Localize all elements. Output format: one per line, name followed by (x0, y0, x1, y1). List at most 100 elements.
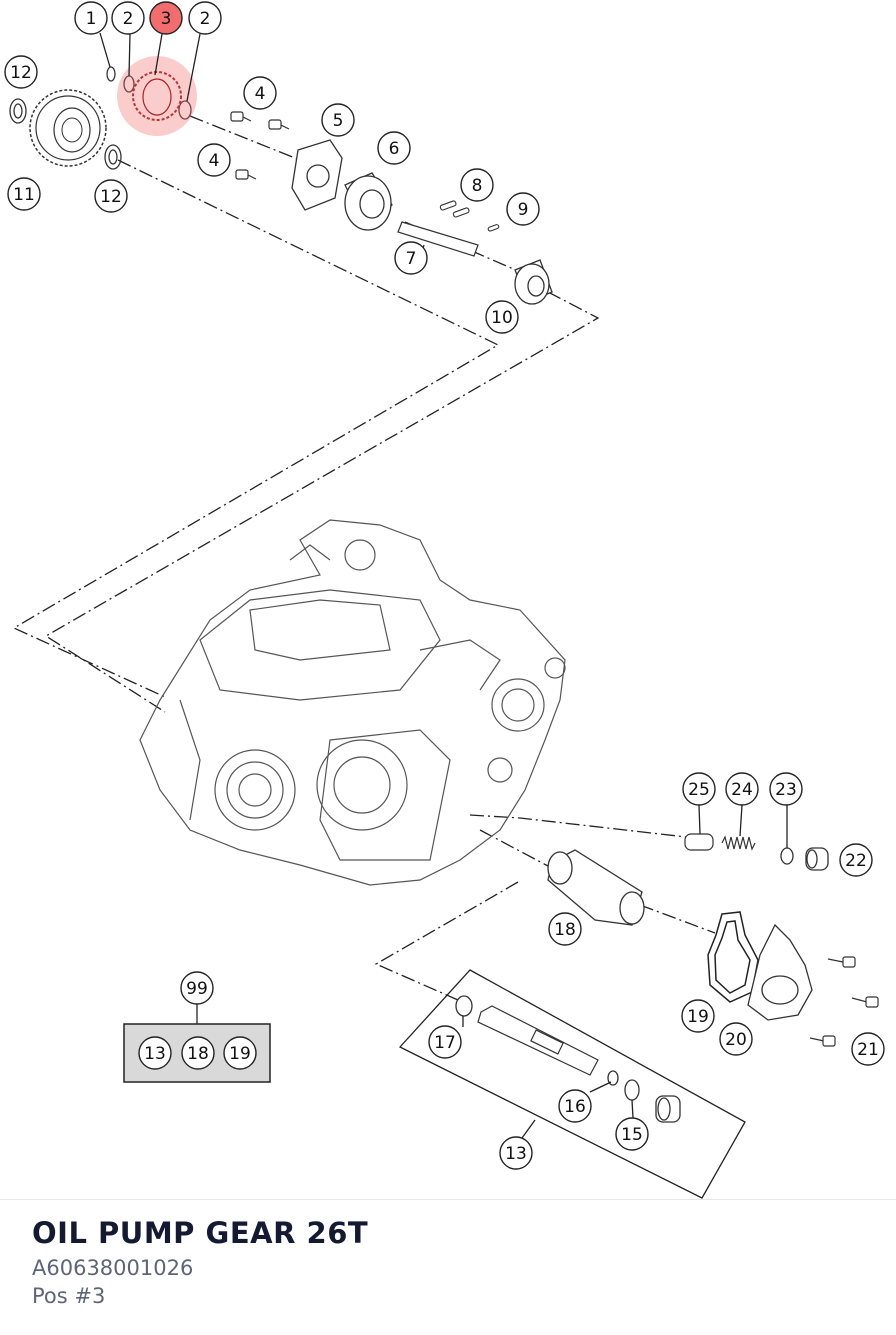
washer-23-icon (780, 847, 794, 865)
circlip-1-icon (106, 66, 116, 82)
callout-c19a[interactable]: 19 (223, 1036, 257, 1070)
callout-c13b[interactable]: 13 (499, 1136, 533, 1170)
callout-circle (719, 1022, 753, 1056)
callout-label: 19 (687, 1007, 709, 1027)
callout-c11[interactable]: 11 (7, 177, 41, 211)
callout-c2b[interactable]: 2 (188, 1, 222, 35)
callout-c22[interactable]: 22 (839, 843, 873, 877)
callout-label: 7 (406, 249, 417, 269)
callout-circle (506, 192, 540, 226)
callout-c99[interactable]: 99 (180, 971, 214, 1005)
callout-circle (243, 76, 277, 110)
spring-24-icon (721, 835, 756, 851)
callout-circle (851, 1032, 885, 1066)
exploded-parts-diagram: 1232121112445689710252423221899131819171… (4, 1, 885, 1199)
callout-label: 18 (554, 920, 576, 940)
callout-c2a[interactable]: 2 (111, 1, 145, 35)
callout-c9[interactable]: 9 (506, 192, 540, 226)
callout-c12b[interactable]: 12 (94, 179, 128, 213)
callout-label: 12 (10, 63, 32, 83)
callout-label: 25 (688, 780, 710, 800)
callout-circle (394, 241, 428, 275)
callout-c18b[interactable]: 18 (181, 1036, 215, 1070)
callout-circle (558, 1089, 592, 1123)
callout-c12a[interactable]: 12 (4, 55, 38, 89)
callout-c15[interactable]: 15 (615, 1117, 649, 1151)
callout-label: 13 (144, 1044, 166, 1064)
callout-label: 11 (13, 185, 35, 205)
callout-label: 8 (472, 176, 483, 196)
callout-circle (149, 1, 183, 35)
rotor-10-icon (514, 259, 553, 305)
callout-c18a[interactable]: 18 (548, 912, 582, 946)
callout-c20[interactable]: 20 (719, 1022, 753, 1056)
callout-circle (138, 1036, 172, 1070)
filter-cover-20-icon (747, 923, 813, 1021)
callout-label: 99 (186, 979, 208, 999)
part-position: Pos #3 (32, 1284, 106, 1308)
callout-label: 23 (775, 780, 797, 800)
callout-circle (111, 1, 145, 35)
part-number: A60638001026 (32, 1256, 194, 1280)
callout-label: 4 (209, 151, 220, 171)
callout-circle (769, 772, 803, 806)
callout-circle (181, 1036, 215, 1070)
shaft-7-icon (397, 221, 479, 257)
callout-label: 21 (857, 1040, 879, 1060)
washer-12-icon (9, 98, 122, 170)
callout-label: 5 (333, 111, 344, 131)
callout-label: 6 (389, 139, 400, 159)
kit-13-outline (398, 969, 746, 1199)
callout-c24[interactable]: 24 (725, 772, 759, 806)
callout-c19b[interactable]: 19 (681, 999, 715, 1033)
callout-circle (725, 772, 759, 806)
sleeve-25-icon (684, 833, 714, 851)
callout-label: 15 (621, 1125, 643, 1145)
callout-label: 3 (161, 9, 172, 29)
callout-c23[interactable]: 23 (769, 772, 803, 806)
callout-label: 9 (518, 200, 529, 220)
callout-circle (7, 177, 41, 211)
callout-label: 16 (564, 1097, 586, 1117)
plug-13-icon (655, 1095, 681, 1123)
callout-c7[interactable]: 7 (394, 241, 428, 275)
callout-c13a[interactable]: 13 (138, 1036, 172, 1070)
callout-label: 10 (491, 308, 513, 328)
callout-circle (615, 1117, 649, 1151)
callout-label: 4 (255, 84, 266, 104)
o-ring-16-icon (607, 1070, 619, 1086)
screw-21-icon (809, 956, 879, 1047)
callout-label: 20 (725, 1030, 747, 1050)
callout-label: 1 (86, 9, 97, 29)
callout-label: 12 (100, 187, 122, 207)
callout-c8[interactable]: 8 (460, 168, 494, 202)
callout-label: 13 (505, 1144, 527, 1164)
callout-label: 24 (731, 780, 753, 800)
callout-circle (197, 143, 231, 177)
callout-c4b[interactable]: 4 (197, 143, 231, 177)
gasket-19-icon (707, 911, 759, 1003)
callout-c3[interactable]: 3 (149, 1, 183, 35)
callout-c5[interactable]: 5 (321, 103, 355, 137)
callout-c10[interactable]: 10 (485, 300, 519, 334)
filter-screen-13-icon (477, 1005, 599, 1076)
callout-c21[interactable]: 21 (851, 1032, 885, 1066)
callout-circle (188, 1, 222, 35)
callout-label: 18 (187, 1044, 209, 1064)
callout-c25[interactable]: 25 (682, 772, 716, 806)
callout-c17[interactable]: 17 (428, 1025, 462, 1059)
callout-circle (180, 971, 214, 1005)
part-title: OIL PUMP GEAR 26T (32, 1216, 369, 1250)
callout-c6[interactable]: 6 (377, 131, 411, 165)
plug-22-icon (805, 847, 829, 871)
o-ring-15-icon (624, 1079, 640, 1101)
callout-c16[interactable]: 16 (558, 1089, 592, 1123)
callout-circle (74, 1, 108, 35)
callout-circle (321, 103, 355, 137)
leader-lines (99, 32, 788, 1139)
oil-pump-gear-3-icon (117, 56, 197, 136)
callout-c4a[interactable]: 4 (243, 76, 277, 110)
callout-c1[interactable]: 1 (74, 1, 108, 35)
rotor-6-icon (344, 172, 393, 231)
